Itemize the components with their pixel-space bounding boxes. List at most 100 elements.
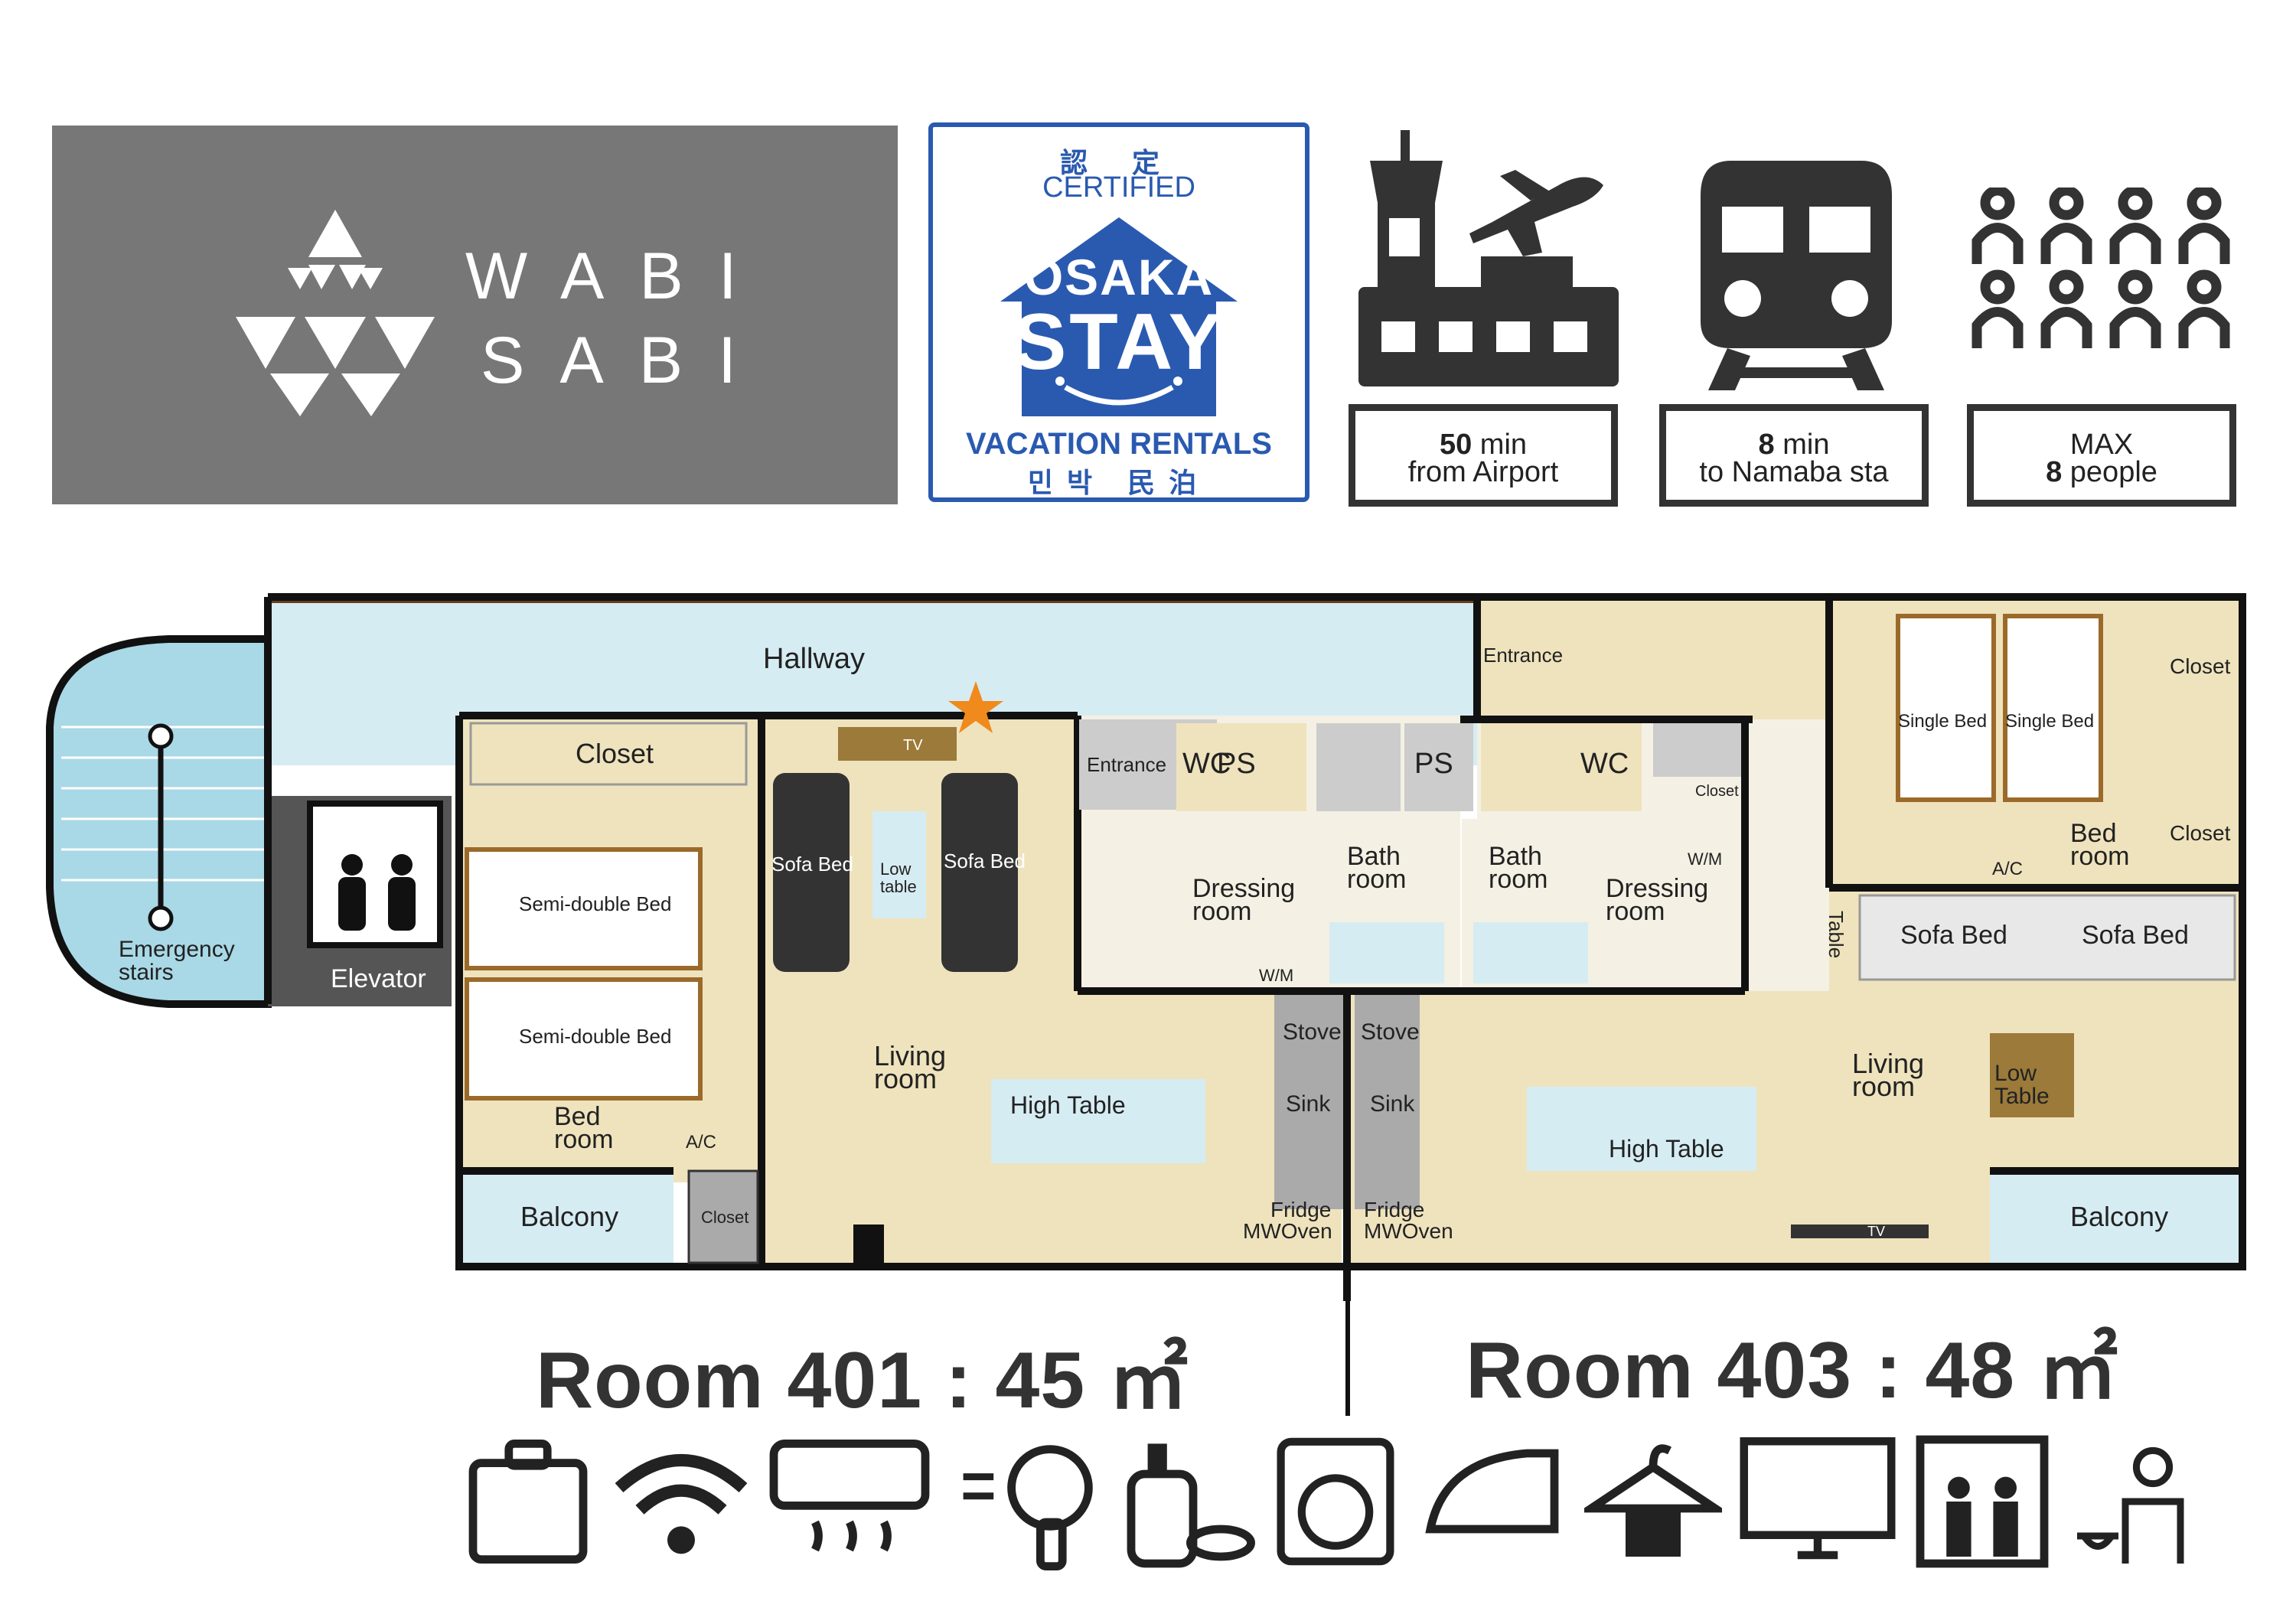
label-401-sofa1: Sofa Bed xyxy=(771,853,853,876)
label-401-dressing-1: Dressing xyxy=(1192,874,1295,903)
label-401-closet-small: Closet xyxy=(701,1208,748,1227)
brand-name-line2: SABI xyxy=(481,324,771,397)
iron-icon xyxy=(1425,1449,1559,1534)
label-ps1: PS xyxy=(1217,748,1256,780)
label-401-tv: TV xyxy=(903,737,923,754)
label-401-stove: Stove xyxy=(1283,1019,1342,1045)
label-401-living-1: Living xyxy=(874,1040,946,1071)
label-403-low-2: Table xyxy=(1994,1084,2050,1109)
tv-icon xyxy=(1740,1437,1896,1560)
star-icon xyxy=(948,681,1003,733)
cert-kanji: 認 定 xyxy=(1059,147,1178,178)
label-401-bath-2: room xyxy=(1347,865,1406,894)
label-403-tv: TV xyxy=(1867,1224,1885,1239)
wifi-icon xyxy=(615,1454,748,1554)
brand-name-line1: WABI xyxy=(465,240,772,313)
label-403-bedroom-1: Bed xyxy=(2070,819,2117,848)
room-401-title: Room 401 : 45 ㎡ xyxy=(536,1336,1189,1425)
label-hallway: Hallway xyxy=(763,643,865,675)
label-403-living-1: Living xyxy=(1852,1048,1924,1079)
label-403-bath-1: Bath xyxy=(1489,842,1542,871)
cert-minpaku: 민박 民泊 xyxy=(1027,467,1211,498)
label-403-stove: Stove xyxy=(1361,1019,1420,1045)
label-403-high-table: High Table xyxy=(1609,1135,1724,1163)
hanger-icon xyxy=(1584,1444,1722,1557)
luggage-icon xyxy=(468,1440,588,1564)
label-403-bedroom-2: room xyxy=(2070,842,2129,871)
label-403-sink: Sink xyxy=(1370,1091,1415,1117)
airport-description: from Airport xyxy=(1407,456,1559,488)
label-403-bath-2: room xyxy=(1489,865,1548,894)
label-emergency-2: stairs xyxy=(119,960,174,985)
label-401-low-1: Low xyxy=(880,859,911,879)
room-403-title: Room 403 : 48 ㎡ xyxy=(1466,1326,2119,1415)
label-401-balcony: Balcony xyxy=(520,1201,618,1232)
toiletries-icon xyxy=(1127,1443,1255,1568)
people-icon xyxy=(1971,188,2230,348)
label-403-living-2: room xyxy=(1852,1071,1915,1102)
washing-machine-icon xyxy=(1277,1437,1394,1566)
label-401-bed2: Semi-double Bed xyxy=(519,1025,671,1048)
capacity-max: MAX xyxy=(2069,429,2134,461)
cert-vacation-rentals: VACATION RENTALS xyxy=(966,427,1272,461)
train-description: to Namaba sta xyxy=(1699,456,1889,488)
cert-osaka: OSAKA xyxy=(1023,249,1215,305)
label-401-sink: Sink xyxy=(1286,1091,1331,1117)
hair-dryer-icon xyxy=(963,1445,1093,1570)
label-401-bedroom-2: room xyxy=(554,1125,613,1154)
capacity-info-box: MAX 8 people xyxy=(1967,404,2236,507)
label-401-high-table: High Table xyxy=(1010,1091,1126,1119)
label-403-sofa1: Sofa Bed xyxy=(1900,921,2007,950)
label-403-dressing-2: room xyxy=(1606,897,1665,926)
label-403-fridge-2: MWOven xyxy=(1364,1219,1453,1243)
label-401-dressing-2: room xyxy=(1192,897,1251,926)
label-elevator: Elevator xyxy=(331,964,426,993)
airport-icon xyxy=(1358,130,1619,386)
label-401-entrance: Entrance xyxy=(1087,753,1166,776)
label-403-sofa2: Sofa Bed xyxy=(2082,921,2189,950)
label-403-single1: Single Bed xyxy=(1898,711,1987,732)
label-403-single2: Single Bed xyxy=(2005,711,2094,732)
label-403-dressing-1: Dressing xyxy=(1606,874,1708,903)
label-ps2: PS xyxy=(1414,748,1453,780)
label-401-closet: Closet xyxy=(576,738,654,769)
label-401-wm: W/M xyxy=(1259,966,1293,985)
label-401-wc: WC xyxy=(1182,748,1231,780)
label-403-balcony: Balcony xyxy=(2070,1201,2168,1232)
train-icon xyxy=(1701,161,1892,390)
label-403-entrance: Entrance xyxy=(1483,644,1563,667)
label-403-closet-small: Closet xyxy=(1695,783,1739,800)
kitchen-icon xyxy=(2077,1446,2184,1564)
label-emergency-1: Emergency xyxy=(119,937,235,962)
label-401-low-2: table xyxy=(880,877,917,896)
label-403-ac: A/C xyxy=(1992,859,2023,879)
cert-certified: CERTIFIED xyxy=(1042,171,1195,204)
air-conditioner-icon xyxy=(769,1440,930,1552)
label-401-ac: A/C xyxy=(686,1132,716,1153)
airport-min-unit: min xyxy=(1472,429,1528,461)
osaka-stay-certification-badge: 認 定 CERTIFIED OSAKA STAY VACATION RENTAL… xyxy=(928,122,1309,502)
label-403-closet2: Closet xyxy=(2170,821,2231,845)
elevator-icon xyxy=(1916,1435,2049,1568)
label-401-living-2: room xyxy=(874,1063,937,1094)
label-401-fridge-2: MWOven xyxy=(1243,1219,1332,1243)
wabi-sabi-logo-icon xyxy=(236,210,435,416)
airport-minutes: 50 xyxy=(1439,429,1473,461)
label-403-low-1: Low xyxy=(1994,1061,2037,1086)
train-info-box: 8 min to Namaba sta xyxy=(1659,404,1929,507)
label-401-fridge-1: Fridge xyxy=(1270,1198,1331,1221)
label-403-wc: WC xyxy=(1580,748,1629,780)
label-401-bedroom-1: Bed xyxy=(554,1102,601,1131)
label-401-sofa2: Sofa Bed xyxy=(944,850,1026,872)
label-403-fridge-1: Fridge xyxy=(1364,1198,1424,1221)
floor-plan: Hallway Emergency stairs Elevator Closet… xyxy=(46,593,2246,1301)
amenities-row xyxy=(452,1433,2242,1570)
label-401-bed1: Semi-double Bed xyxy=(519,892,671,915)
label-403-table: Table xyxy=(1825,911,1848,958)
house-icon xyxy=(1000,217,1238,416)
cert-stay: STAY xyxy=(1013,298,1225,386)
train-min-unit: min xyxy=(1774,429,1830,461)
train-minutes: 8 xyxy=(1758,429,1775,461)
label-401-bath-1: Bath xyxy=(1347,842,1401,871)
capacity-number: 8 xyxy=(2046,456,2063,488)
